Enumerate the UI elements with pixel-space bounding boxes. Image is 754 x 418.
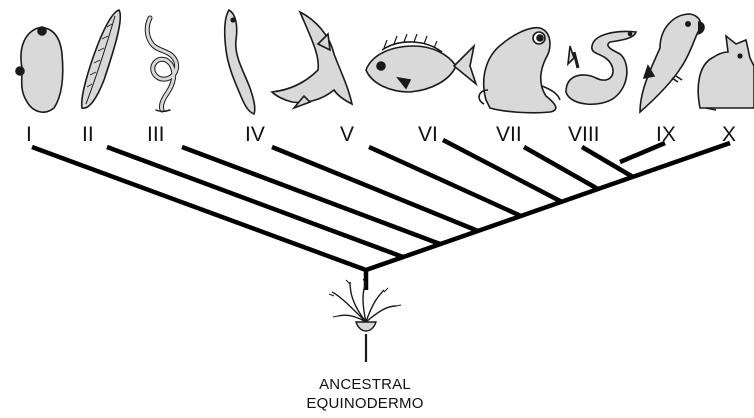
branch-VII: [524, 147, 598, 189]
clade-label-VIII: VIII: [568, 123, 600, 146]
crinoid-icon: [329, 279, 401, 362]
root-label-line1: ANCESTRAL: [300, 377, 430, 392]
clade-label-I: I: [26, 123, 32, 146]
shark-icon: [272, 12, 352, 108]
clade-label-II: II: [82, 123, 94, 146]
branch-II: [107, 147, 403, 257]
parrot-icon: [640, 14, 704, 112]
clade-label-V: V: [340, 123, 354, 146]
root-label-line2: EQUINODERMO: [300, 396, 430, 411]
lamprey-icon: [225, 10, 255, 114]
clade-label-VII: VII: [496, 123, 522, 146]
clade-label-VI: VI: [418, 123, 438, 146]
lancelet-icon: [82, 10, 121, 108]
branch-V: [369, 147, 521, 216]
tunicate-icon: [16, 27, 63, 112]
hagfish-icon: [147, 18, 176, 112]
tip-labels: I II III IV V VI VII VIII IX X: [26, 123, 736, 146]
frog-icon: [479, 28, 560, 113]
tree-branches: [32, 140, 730, 290]
bony-fish-icon: [366, 34, 476, 92]
clade-label-IV: IV: [245, 123, 265, 146]
cat-icon: [698, 36, 754, 110]
branch-VI: [443, 140, 562, 202]
clade-label-X: X: [722, 123, 736, 146]
clade-label-III: III: [147, 123, 165, 146]
clade-label-IX: IX: [656, 123, 676, 146]
snake-icon: [566, 32, 636, 105]
